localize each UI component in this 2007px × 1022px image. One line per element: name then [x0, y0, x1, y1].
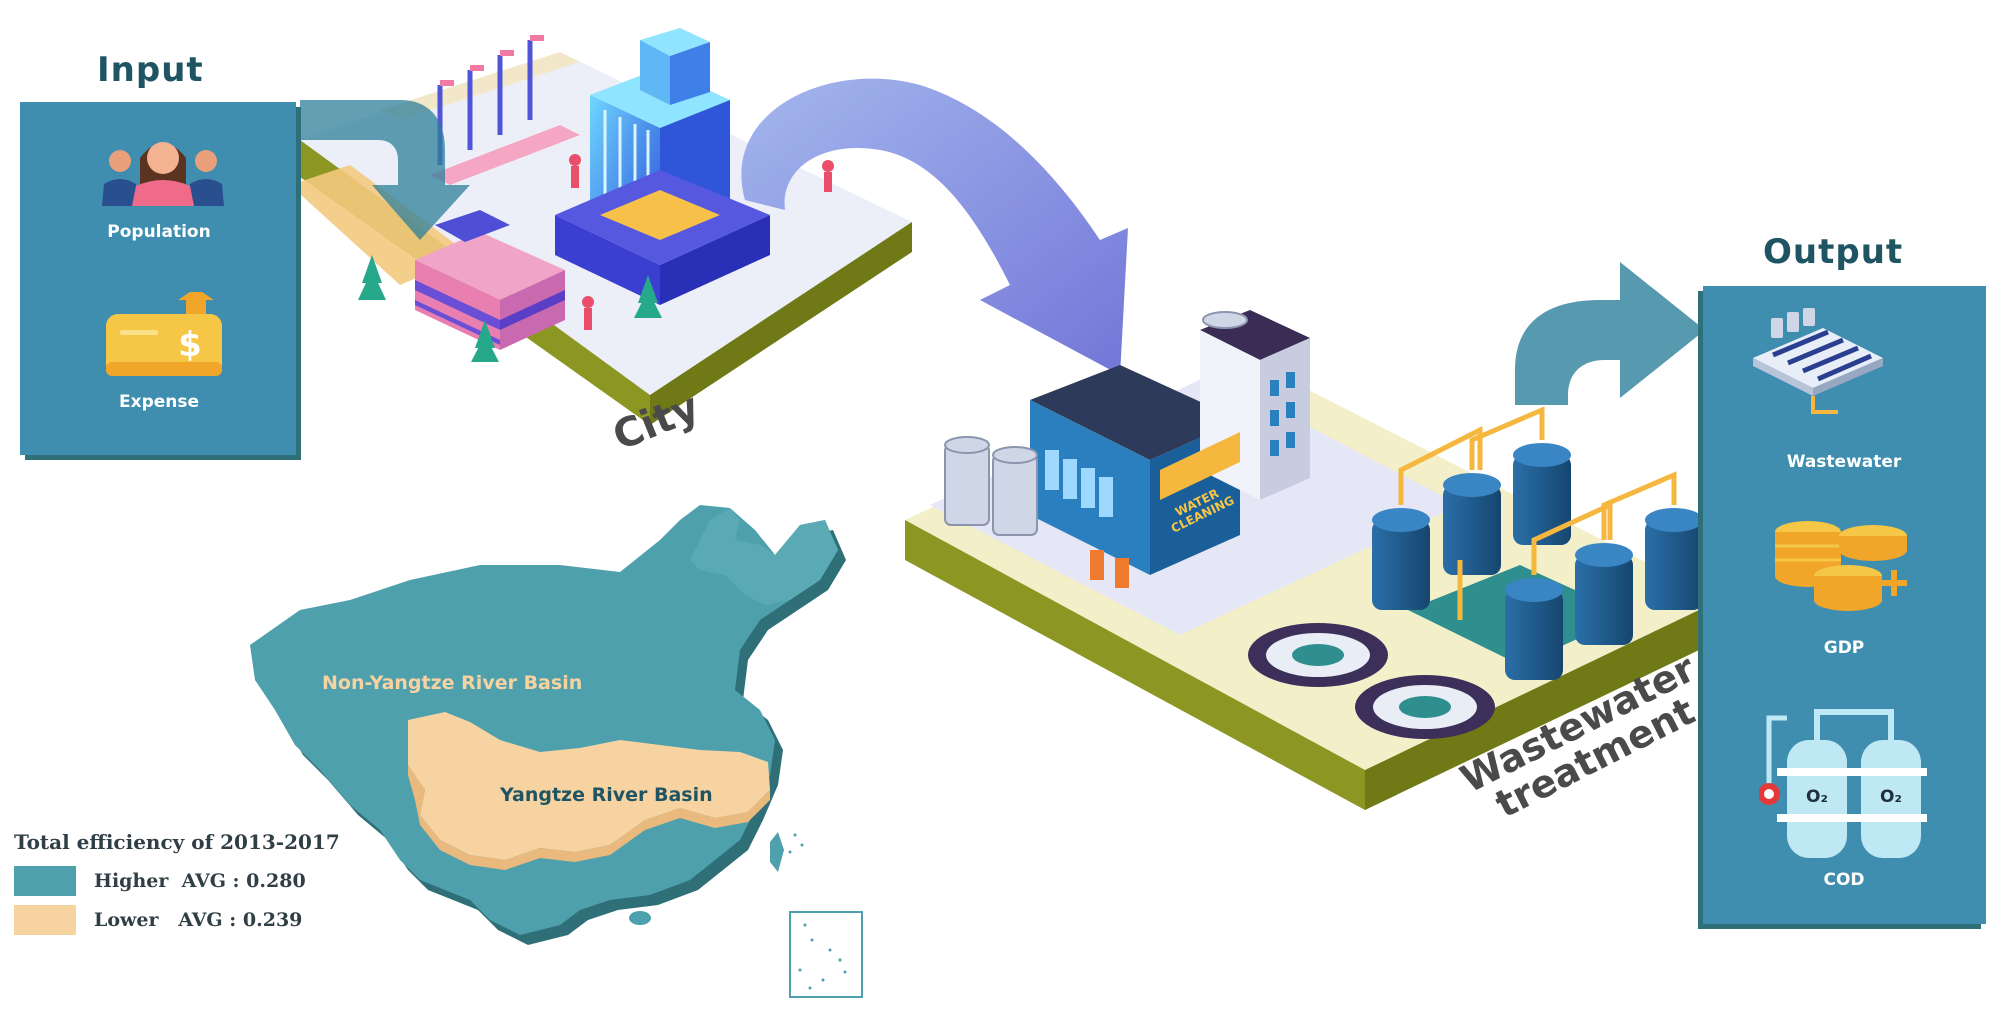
reactor-tanks	[1372, 443, 1703, 680]
wastewater-platform	[905, 310, 1720, 810]
non-yangtze-label: Non-Yangtze River Basin	[322, 672, 583, 694]
legend-text-higher: Higher AVG : 0.280	[94, 870, 306, 892]
expense-icon: $	[106, 292, 222, 376]
population-icon	[102, 142, 224, 206]
china-map	[250, 505, 863, 998]
non-yangtze-region	[250, 505, 838, 935]
city-platform	[290, 28, 912, 425]
legend-swatch-higher	[14, 866, 76, 896]
wastewater-label: Wastewater	[1786, 452, 1902, 472]
gdp-label: GDP	[1823, 638, 1865, 658]
input-panel: Population $ Expense	[20, 102, 296, 455]
wastewater-icon	[1753, 308, 1883, 414]
svg-text:O₂: O₂	[1880, 787, 1902, 807]
cod-icon: O₂ O₂	[1759, 709, 1927, 858]
expense-label: Expense	[118, 392, 200, 412]
legend-title: Total efficiency of 2013-2017	[14, 830, 340, 854]
cod-label: COD	[1823, 870, 1865, 890]
output-arrow	[1515, 262, 1705, 405]
svg-text:$: $	[178, 325, 202, 365]
south-china-sea-inset	[789, 911, 863, 998]
yangtze-region	[408, 712, 770, 860]
city-to-plant-arrow	[741, 78, 1128, 375]
input-title: Input	[97, 50, 204, 90]
population-label: Population	[107, 222, 211, 242]
svg-text:O₂: O₂	[1806, 787, 1828, 807]
legend-text-lower: Lower AVG : 0.239	[94, 909, 303, 931]
legend-swatch-lower	[14, 905, 76, 935]
gdp-icon	[1775, 521, 1907, 611]
legend-item-lower: Lower AVG : 0.239	[14, 905, 302, 935]
legend-item-higher: Higher AVG : 0.280	[14, 866, 306, 896]
input-arrow	[300, 100, 470, 240]
output-title: Output	[1763, 232, 1904, 272]
output-panel: Wastewater GDP O₂ O₂ COD	[1703, 286, 1986, 924]
yangtze-label: Yangtze River Basin	[500, 784, 713, 806]
clarifier-tanks	[1248, 623, 1495, 739]
